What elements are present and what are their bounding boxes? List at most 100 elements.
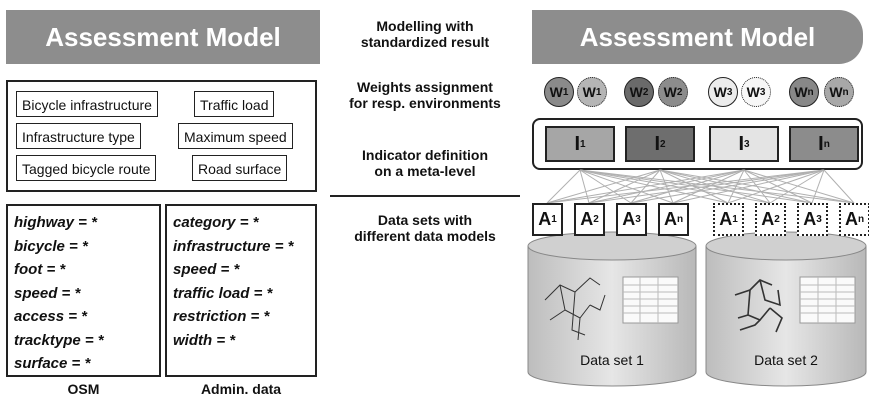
step-weights-line1: Weights assignment xyxy=(357,79,493,95)
map-network-icon xyxy=(734,279,783,333)
map-network-icon xyxy=(544,277,606,341)
symbol-subscript: n xyxy=(823,138,830,150)
symbol-base: I xyxy=(738,132,744,155)
link-line xyxy=(588,169,661,204)
dataset-2-label: Data set 2 xyxy=(754,352,818,368)
symbol-subscript: 2 xyxy=(642,86,649,98)
symbol-base: A xyxy=(844,209,858,229)
symbol-base: W xyxy=(549,84,563,100)
link-line xyxy=(546,169,581,204)
step-datasets: Data sets with different data models xyxy=(330,212,520,244)
link-line xyxy=(727,169,745,204)
osm-attr: highway = * xyxy=(14,214,97,231)
link-line xyxy=(630,169,825,204)
link-line xyxy=(579,169,855,204)
link-line xyxy=(579,169,771,204)
tag-bicycle-infrastructure: Bicycle infrastructure xyxy=(16,91,158,117)
symbol-base: W xyxy=(713,84,727,100)
link-line xyxy=(743,169,855,204)
step-weights-line2: for resp. environments xyxy=(349,95,501,111)
link-line xyxy=(769,169,825,204)
link-line xyxy=(546,169,825,204)
step-indicator-line2: on a meta-level xyxy=(374,163,476,179)
left-assessment-model-banner: Assessment Model xyxy=(6,10,320,64)
symbol-base: W xyxy=(582,84,596,100)
symbol-base: A xyxy=(803,209,817,229)
symbol-base: W xyxy=(794,84,808,100)
osm-attr: access = * xyxy=(14,308,87,325)
dataset-1-cylinder xyxy=(527,231,697,387)
link-line xyxy=(546,169,745,204)
symbol-base: I xyxy=(818,132,824,155)
admin-caption: Admin. data xyxy=(200,381,282,397)
link-line xyxy=(579,169,729,204)
step-modelling-line1: Modelling with xyxy=(376,18,474,34)
link-line xyxy=(579,169,813,204)
admin-attr: category = * xyxy=(173,214,259,231)
symbol-subscript: 1 xyxy=(551,214,557,225)
symbol-subscript: 3 xyxy=(635,214,641,225)
left-banner-title: Assessment Model xyxy=(45,21,281,52)
symbol-base: W xyxy=(746,84,760,100)
symbol-subscript: 1 xyxy=(562,86,569,98)
symbol-subscript: 2 xyxy=(660,138,666,150)
link-line xyxy=(579,169,674,204)
tag-maximum-speed: Maximum speed xyxy=(178,123,293,149)
link-line xyxy=(659,169,729,204)
osm-attr: surface = * xyxy=(14,355,91,372)
link-line xyxy=(579,169,632,204)
admin-attr: infrastructure = * xyxy=(173,237,294,255)
table-grid-icon xyxy=(622,276,679,324)
symbol-subscript: n xyxy=(857,214,865,225)
symbol-subscript: 3 xyxy=(726,86,733,98)
admin-attr: speed = * xyxy=(173,261,240,278)
symbol-subscript: 1 xyxy=(595,86,602,98)
symbol-subscript: 2 xyxy=(676,86,683,98)
osm-attr: tracktype = * xyxy=(14,331,104,349)
link-line xyxy=(727,169,825,204)
step-datasets-line2: different data models xyxy=(354,228,496,244)
symbol-subscript: n xyxy=(842,86,849,98)
symbol-base: A xyxy=(663,209,677,229)
right-banner-title: Assessment Model xyxy=(579,21,816,52)
step-datasets-line1: Data sets with xyxy=(377,212,473,228)
admin-attr: width = * xyxy=(173,331,236,349)
osm-attr: bicycle = * xyxy=(14,237,88,255)
tag-tagged-bicycle-route: Tagged bicycle route xyxy=(16,155,157,181)
tag-traffic-load: Traffic load xyxy=(194,91,275,117)
symbol-subscript: 1 xyxy=(732,214,738,225)
symbol-base: A xyxy=(622,209,636,229)
admin-attributes-panel: category = * infrastructure = * speed = … xyxy=(165,204,317,377)
symbol-subscript: 3 xyxy=(759,86,766,98)
step-modelling: Modelling with standardized result xyxy=(330,18,520,50)
indicators-container xyxy=(532,118,863,170)
osm-attr: foot = * xyxy=(14,261,66,278)
dataset-2-cylinder xyxy=(705,231,867,387)
link-line xyxy=(659,169,771,204)
symbol-base: W xyxy=(829,84,843,100)
osm-attr: speed = * xyxy=(14,284,81,302)
symbol-subscript: 3 xyxy=(816,214,822,225)
osm-attributes-panel: highway = * bicycle = * foot = * speed =… xyxy=(6,204,161,377)
symbol-base: A xyxy=(580,209,594,229)
symbol-subscript: 1 xyxy=(580,138,586,150)
admin-attr: traffic load = * xyxy=(173,284,273,302)
tag-road-surface: Road surface xyxy=(192,155,288,181)
symbol-subscript: n xyxy=(807,86,814,98)
symbol-base: W xyxy=(663,84,677,100)
symbol-subscript: 2 xyxy=(593,214,599,225)
